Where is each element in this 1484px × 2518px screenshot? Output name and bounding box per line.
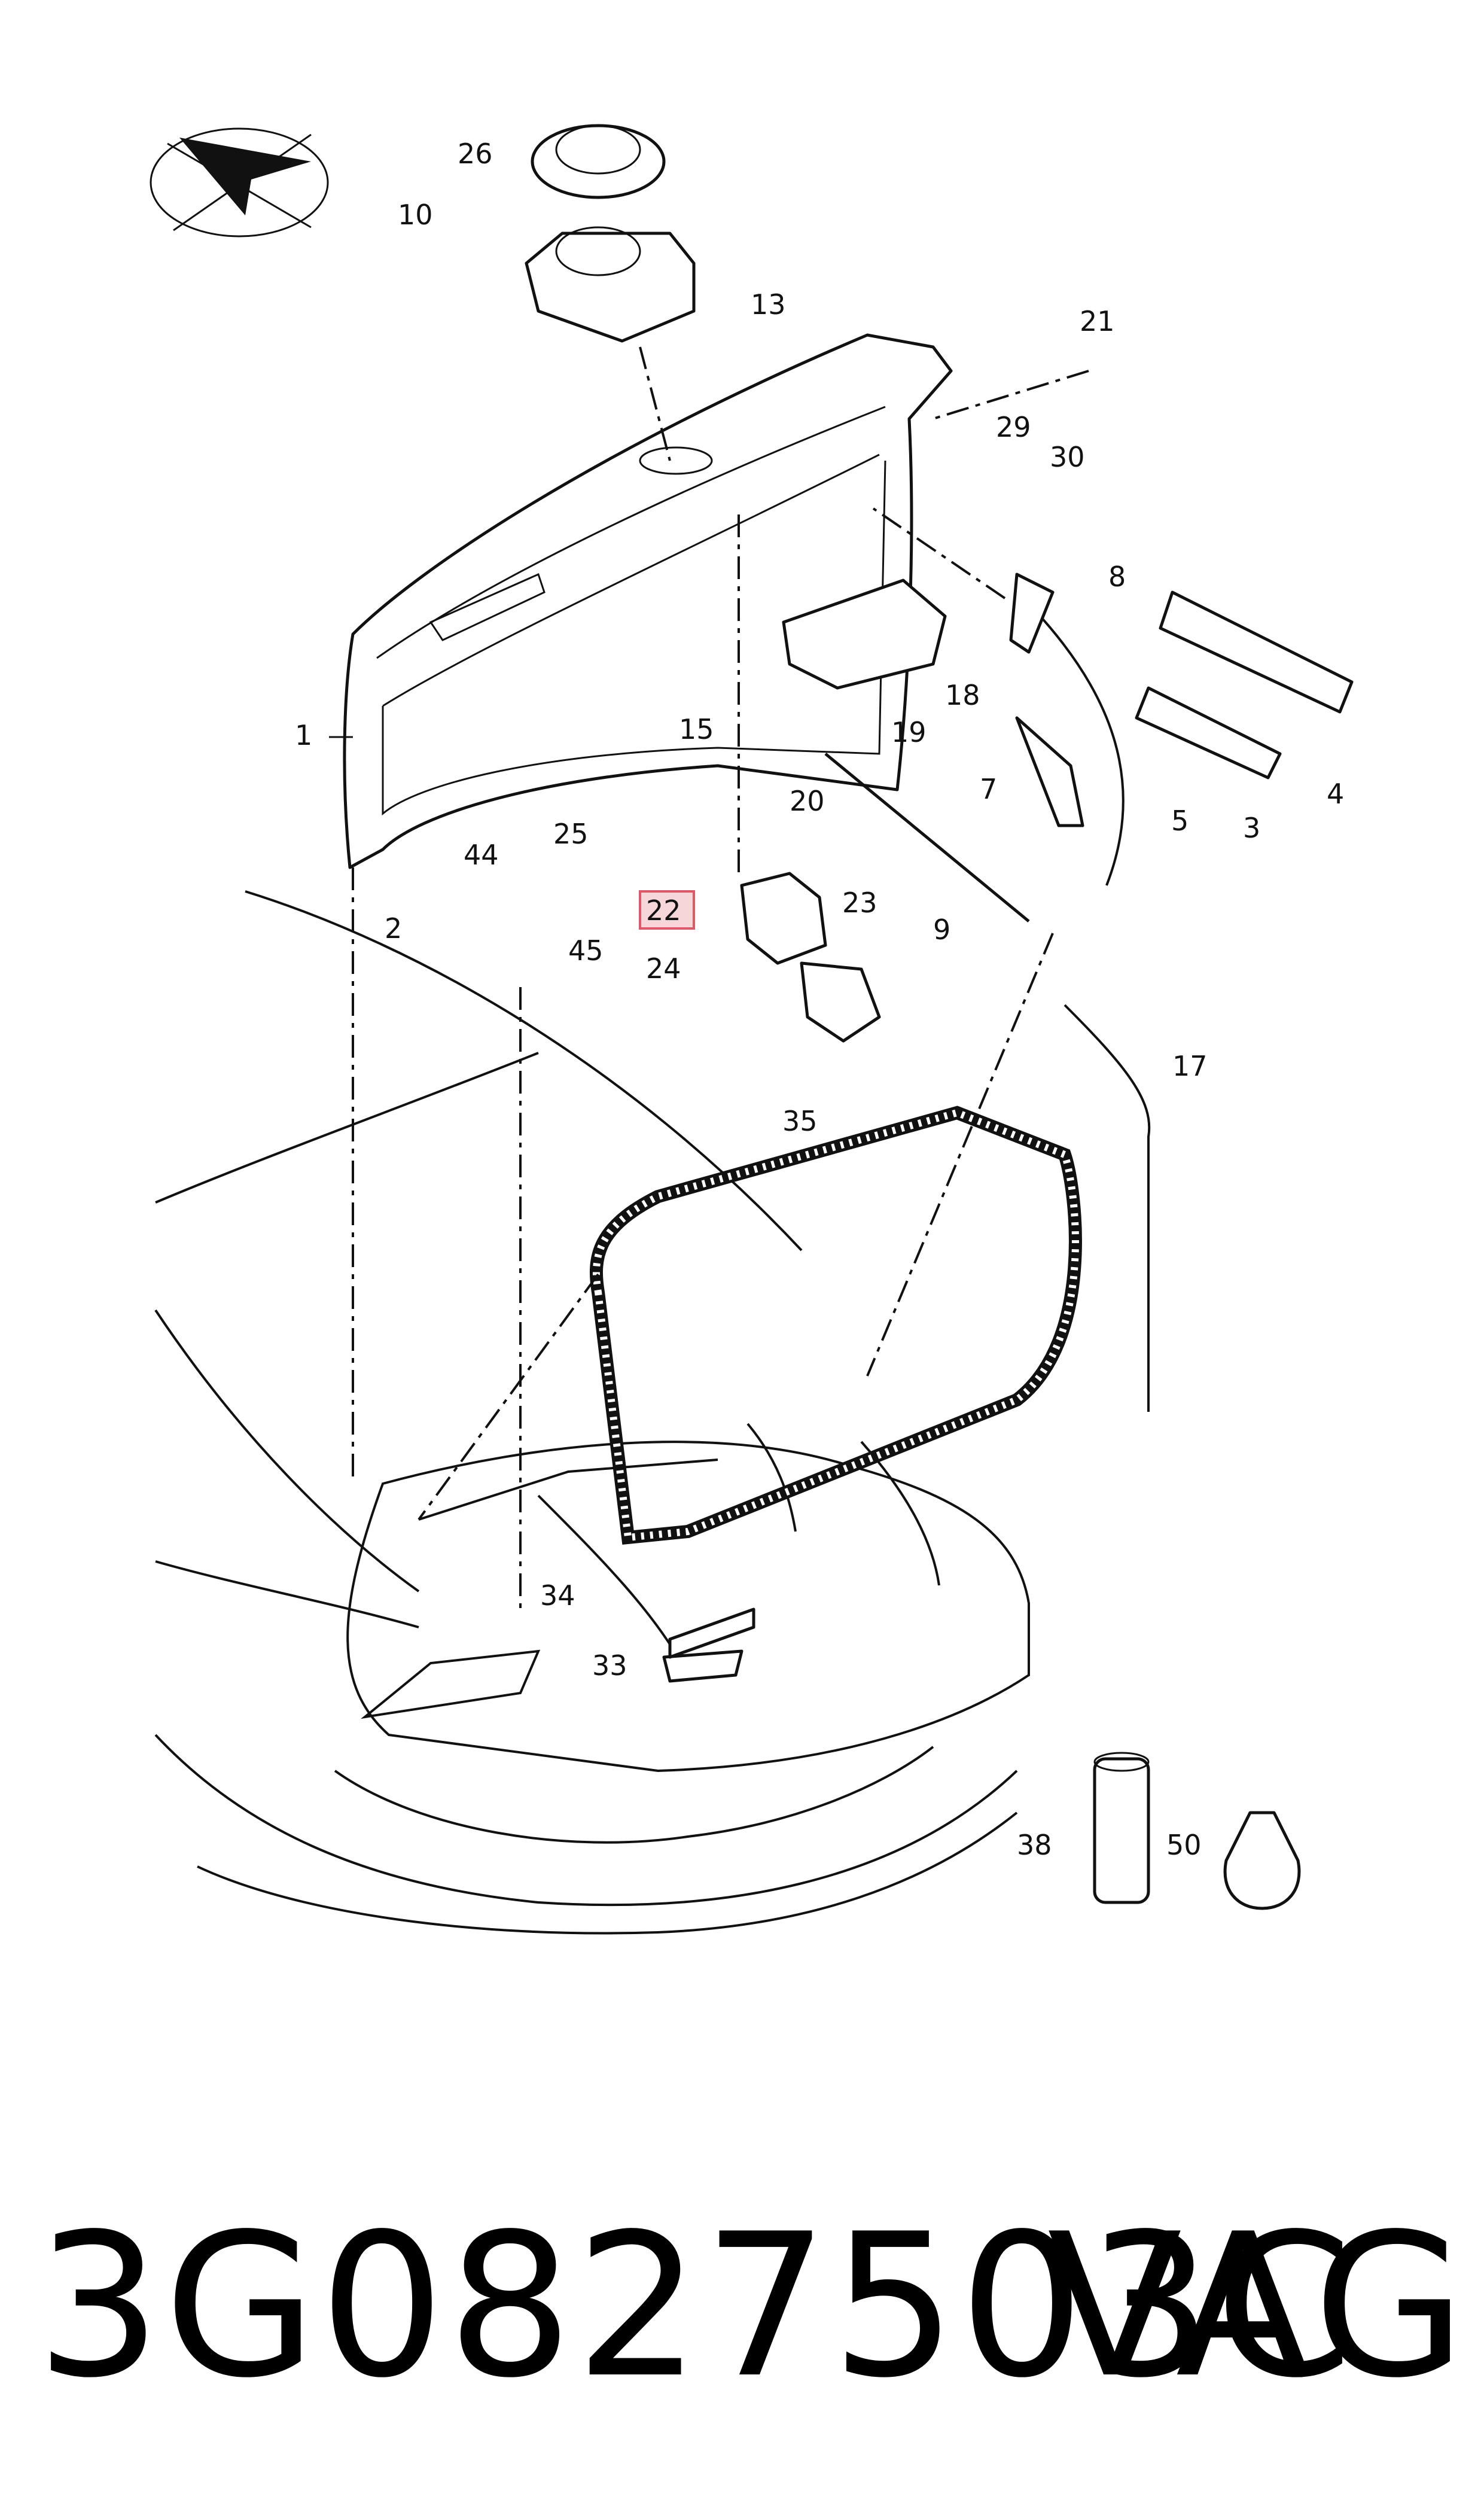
orientation-arrow-icon — [150, 127, 329, 238]
callout-21: 21 — [1080, 305, 1115, 337]
callout-3: 3 — [1243, 812, 1260, 844]
callout-34: 34 — [540, 1579, 575, 1612]
callout-10: 10 — [398, 199, 433, 231]
callout-19: 19 — [891, 716, 927, 748]
callout-2: 2 — [385, 912, 402, 945]
callout-23: 23 — [842, 887, 877, 919]
callout-35: 35 — [782, 1105, 818, 1137]
callout-33: 33 — [592, 1649, 627, 1682]
exploded-parts-diagram: 1 2 3 4 5 7 8 9 10 13 15 17 18 19 20 21 … — [150, 124, 1354, 1935]
highlighted-callout-box — [639, 890, 695, 930]
tool-bag — [1223, 1811, 1301, 1910]
hinge-arm — [1009, 573, 1125, 886]
callout-7: 7 — [980, 773, 997, 805]
drain-hose — [1064, 1004, 1151, 1412]
callout-8: 8 — [1108, 561, 1126, 593]
callout-20: 20 — [790, 785, 825, 817]
lock-actuator-assembly — [740, 872, 881, 1043]
callout-44: 44 — [464, 839, 499, 871]
callout-26: 26 — [458, 138, 493, 170]
tailgate-motor — [782, 578, 947, 690]
gas-strut-left — [824, 753, 1030, 922]
callout-24: 24 — [646, 952, 681, 985]
callout-29: 29 — [996, 411, 1031, 443]
assembly-leader-lines — [352, 346, 1089, 1615]
callout-15: 15 — [679, 713, 714, 745]
callout-4: 4 — [1327, 778, 1344, 810]
emblem-handle — [525, 124, 696, 343]
callout-18: 18 — [945, 679, 980, 711]
callout-22: 22 — [646, 894, 681, 927]
part-number: 3G0827503C — [36, 2191, 1355, 2421]
warning-sticker-bottle — [1093, 1752, 1150, 1904]
rubber-seal — [589, 1106, 1082, 1545]
callout-45: 45 — [568, 934, 604, 967]
callout-50: 50 — [1166, 1829, 1202, 1861]
callout-25: 25 — [553, 818, 589, 850]
gas-strut-right — [1135, 590, 1354, 780]
callout-9: 9 — [933, 914, 950, 946]
vehicle-body-outline — [154, 890, 1030, 1935]
callout-30: 30 — [1050, 441, 1085, 473]
brand-label: VAG — [1047, 2191, 1472, 2421]
callout-labels: 1 2 3 4 5 7 8 9 10 13 15 17 18 19 20 21 … — [295, 138, 1344, 1861]
trunk-lid — [343, 333, 953, 869]
callout-17: 17 — [1172, 1050, 1208, 1082]
callout-1: 1 — [295, 719, 312, 751]
callout-38: 38 — [1017, 1829, 1052, 1861]
callout-5: 5 — [1171, 805, 1189, 837]
striker-plate — [662, 1607, 755, 1683]
callout-13: 13 — [751, 288, 786, 321]
